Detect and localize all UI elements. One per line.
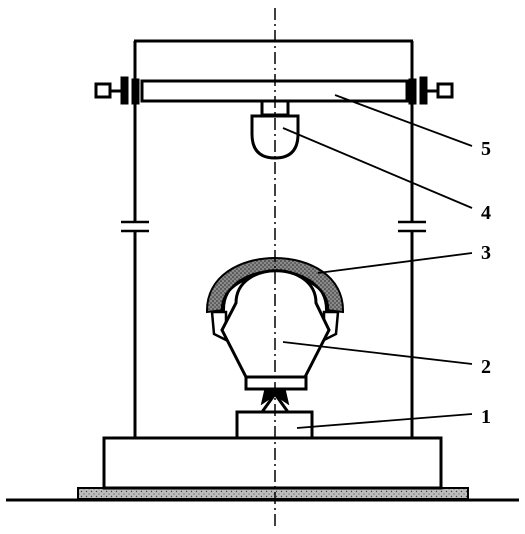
callout-1: 1 [481,406,491,428]
ground-floor [6,487,519,502]
base-block [102,436,443,490]
callout-2: 2 [481,356,491,378]
support-frame [121,39,426,438]
callout-3: 3 [481,242,491,264]
right-clamp [408,76,454,105]
left-clamp [94,76,140,105]
callout-labels: 5 4 3 2 1 [481,138,491,428]
callout-4: 4 [481,202,491,224]
leader-lines [282,94,473,429]
callout-5: 5 [481,138,491,160]
